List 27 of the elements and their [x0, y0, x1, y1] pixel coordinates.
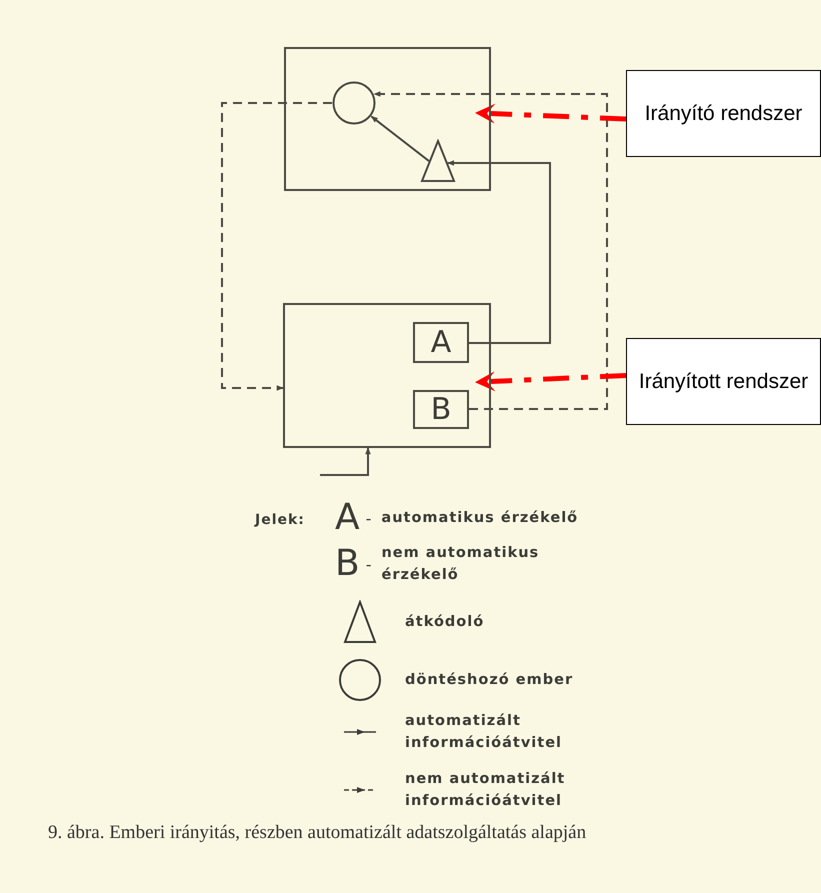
sensor-box: B — [413, 390, 469, 429]
sensor-letter: B — [335, 546, 360, 582]
sensor-box: A — [413, 322, 469, 363]
decision-maker-circle — [332, 81, 376, 125]
arrow — [373, 91, 608, 410]
legend-text: átkódoló — [405, 612, 486, 632]
pointer-arrow — [475, 371, 626, 392]
legend-text: automatizált információátvitel — [405, 712, 564, 754]
figure-caption: 9. ábra. Emberi irányitás, részben automatizált adatszolgáltatás alapján — [48, 822, 586, 844]
legend-text: nem automatikus érzékelő — [381, 544, 540, 586]
arrow — [221, 102, 332, 391]
legend-text: döntéshozó ember — [405, 670, 574, 690]
arrow — [320, 447, 371, 476]
arrow — [370, 116, 430, 162]
label-box: Irányító rendszer — [626, 70, 821, 157]
arrow — [447, 160, 551, 344]
encoder-triangle — [420, 139, 456, 183]
legend-text: automatikus érzékelő — [381, 508, 580, 528]
pointer-arrow — [475, 104, 626, 124]
legend-text: nem automatizált információátvitel — [405, 770, 566, 812]
system-box — [283, 303, 491, 448]
dash: - — [366, 554, 372, 574]
label-box: Irányított rendszer — [626, 338, 821, 425]
legend-heading: Jelek: — [255, 512, 305, 528]
sensor-letter: A — [335, 500, 360, 536]
dash: - — [366, 508, 372, 528]
system-box — [284, 47, 491, 191]
